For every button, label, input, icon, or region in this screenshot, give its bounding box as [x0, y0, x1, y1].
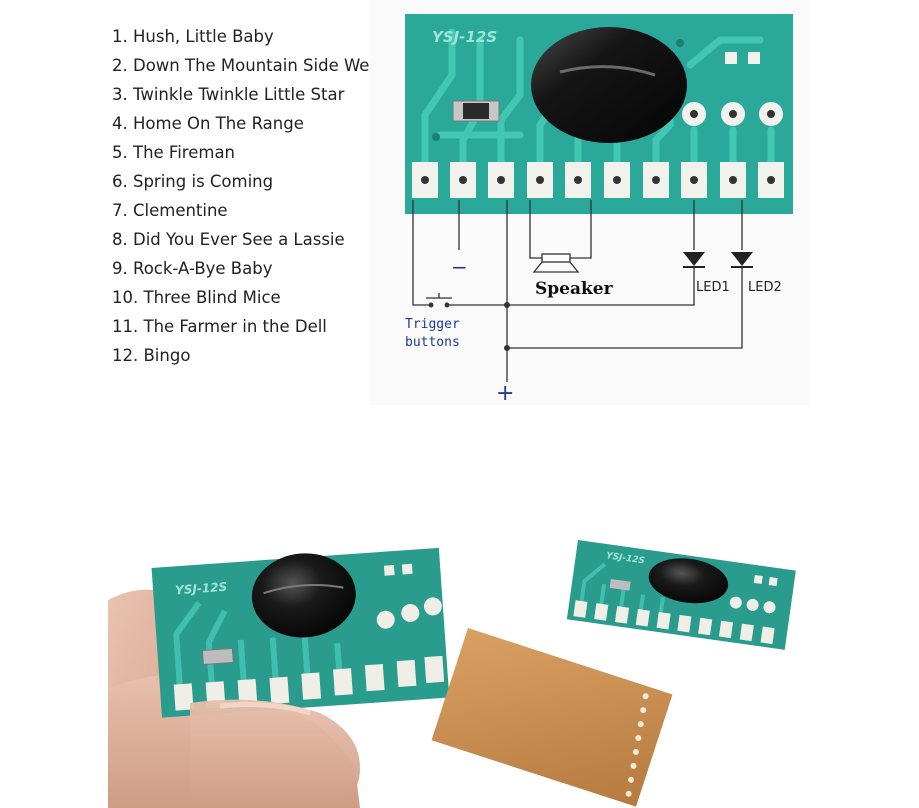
via — [676, 39, 684, 47]
pin-pads — [412, 162, 784, 198]
song-item: 12. Bingo — [112, 346, 191, 365]
plus-label: + — [496, 381, 514, 406]
song-item: 4. Home On The Range — [112, 114, 304, 133]
pcb-board-right: YSJ-12S — [566, 540, 796, 650]
speaker-label: Speaker — [535, 279, 614, 299]
song-item: 8. Did You Ever See a Lassie — [112, 230, 345, 249]
minus-label: − — [451, 255, 468, 279]
wiring-diagram: YSJ-12S — [405, 14, 793, 406]
led1-label: LED1 — [696, 280, 730, 295]
speaker-symbol — [532, 253, 580, 273]
buttons-label: buttons — [405, 335, 460, 350]
chip-blob-photo — [251, 553, 356, 638]
via — [432, 133, 440, 141]
resistor-photo — [201, 647, 234, 666]
led2-symbol — [731, 252, 753, 268]
song-item: 5. The Fireman — [112, 143, 236, 162]
song-item: 3. Twinkle Twinkle Little Star — [112, 85, 345, 104]
round-pads — [682, 102, 783, 126]
trigger-button-symbol — [426, 293, 452, 308]
song-item: 9. Rock-A-Bye Baby — [112, 259, 273, 278]
chip-blob — [531, 27, 687, 143]
pcb-board-back — [431, 628, 673, 807]
resistor — [452, 100, 500, 122]
chip-blob-photo-right — [648, 558, 729, 604]
led1-symbol — [683, 252, 705, 268]
song-item: 2. Down The Mountain Side We Go — [112, 56, 398, 75]
junction-dot — [504, 345, 510, 351]
thumb — [190, 699, 360, 808]
song-list: 1. Hush, Little Baby 2. Down The Mountai… — [112, 22, 398, 370]
led2-label: LED2 — [748, 280, 782, 295]
song-item: 1. Hush, Little Baby — [112, 27, 274, 46]
song-item: 10. Three Blind Mice — [112, 288, 281, 307]
board-label: YSJ-12S — [432, 28, 497, 46]
test-pad — [725, 52, 737, 64]
chip-blob-highlight — [559, 65, 656, 77]
pcb-board: YSJ-12S — [405, 14, 793, 214]
junction-dot — [504, 302, 510, 308]
resistor-photo-right — [609, 578, 631, 591]
song-item: 6. Spring is Coming — [112, 172, 274, 191]
circuit-wires — [412, 200, 743, 382]
pcb-board-held: YSJ-12S — [151, 547, 450, 718]
trigger-label: Trigger — [405, 317, 460, 332]
test-pad — [748, 52, 760, 64]
board-label-photo-left: YSJ-12S — [175, 580, 228, 598]
song-item: 7. Clementine — [112, 201, 228, 220]
product-photo: YSJ-12S — [108, 540, 796, 808]
song-item: 11. The Farmer in the Dell — [112, 317, 327, 336]
